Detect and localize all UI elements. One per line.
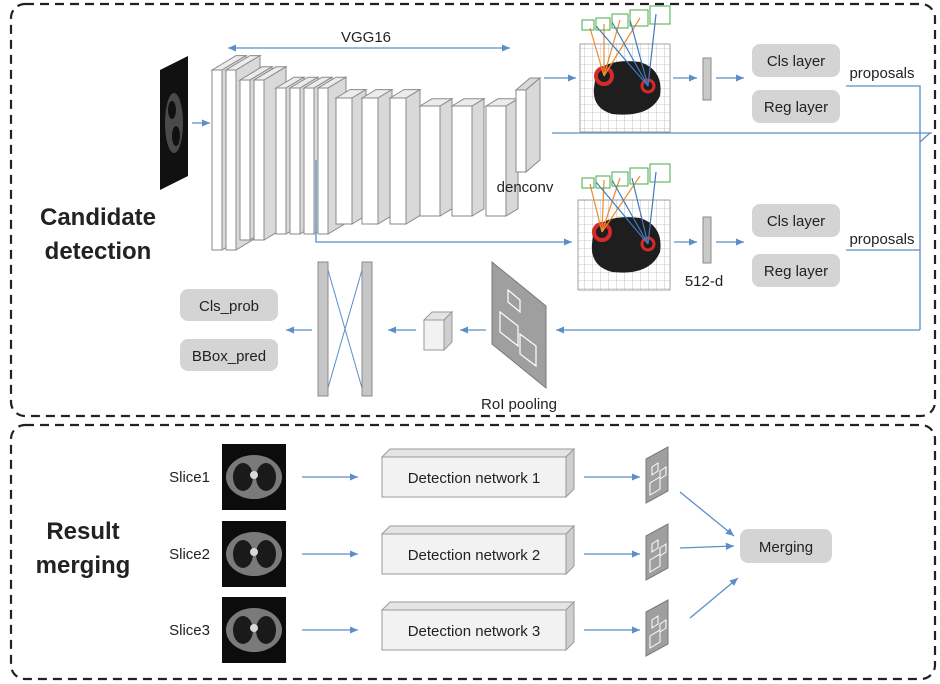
vgg16-conv-layer bbox=[418, 97, 454, 217]
result-merging-panel bbox=[9, 423, 937, 681]
vgg16-conv-layer bbox=[484, 97, 520, 217]
slice-ct-image bbox=[222, 597, 286, 663]
bbox-pred-box bbox=[180, 339, 278, 371]
detection-result-map bbox=[645, 599, 669, 657]
rpn-upper-cls-layer bbox=[752, 44, 840, 77]
vgg16-layers bbox=[210, 54, 520, 251]
slice-label: Slice3 bbox=[169, 622, 210, 639]
merging-box bbox=[740, 529, 832, 563]
input-ct-slice-image bbox=[160, 56, 188, 190]
deconv-layer bbox=[514, 76, 542, 174]
detection-network-box bbox=[380, 524, 576, 576]
result-to-merging-arrow bbox=[679, 491, 735, 537]
slice-row: Slice2 Detection network 2 bbox=[169, 521, 669, 587]
vgg16-conv-layer bbox=[388, 88, 422, 225]
roi-pooling-label: RoI pooling bbox=[481, 396, 557, 413]
result-to-merging-arrow bbox=[679, 542, 735, 550]
detection-network-label: Detection network 2 bbox=[408, 547, 541, 564]
cls-prob-label: Cls_prob bbox=[199, 298, 259, 315]
result-title-line2: merging bbox=[36, 552, 131, 579]
vgg16-conv-layer bbox=[450, 97, 486, 217]
bbox-pred-label: BBox_pred bbox=[192, 348, 266, 365]
rpn-upper-conv-bar bbox=[702, 57, 712, 101]
rpn-lower-cls-label: Cls layer bbox=[767, 213, 825, 230]
roi-feature-cube bbox=[422, 310, 454, 352]
detection-network-box bbox=[380, 447, 576, 499]
detection-result-map bbox=[645, 523, 669, 581]
vgg16-label: VGG16 bbox=[341, 29, 391, 46]
rpn-upper-reg-layer bbox=[752, 90, 840, 123]
merging-label: Merging bbox=[759, 539, 813, 556]
fully-connected-layers bbox=[317, 261, 373, 397]
rpn-upper-cls-label: Cls layer bbox=[767, 53, 825, 70]
rpn-lower-feature-grid bbox=[577, 163, 671, 291]
slice-ct-image bbox=[222, 521, 286, 587]
detection-network-box bbox=[380, 600, 576, 652]
rpn-upper-feature-grid bbox=[579, 5, 671, 133]
detection-network-label: Detection network 1 bbox=[408, 470, 541, 487]
proposals-routing-lines bbox=[552, 85, 932, 330]
slice-label: Slice1 bbox=[169, 469, 210, 486]
skip-connection-arrow bbox=[315, 160, 572, 246]
slice-label: Slice2 bbox=[169, 546, 210, 563]
rpn-lower-proposals-label: proposals bbox=[849, 231, 914, 248]
candidate-title-line1: Candidate bbox=[40, 204, 156, 231]
candidate-detection-panel bbox=[9, 2, 937, 418]
rpn-lower-reg-label: Reg layer bbox=[764, 263, 828, 280]
roi-pooling-map bbox=[491, 260, 547, 390]
feature-dim-label: 512-d bbox=[685, 273, 723, 290]
slice-ct-image bbox=[222, 444, 286, 510]
deconv-label: denconv bbox=[497, 179, 554, 196]
slice-row: Slice1 Detection network 1 bbox=[169, 444, 669, 510]
rpn-lower-cls-layer bbox=[752, 204, 840, 237]
vgg16-conv-layer bbox=[360, 88, 394, 225]
rpn-lower-conv-bar bbox=[702, 216, 712, 264]
rpn-upper-proposals-label: proposals bbox=[849, 65, 914, 82]
slice-row: Slice3 Detection network 3 bbox=[169, 597, 669, 663]
candidate-title-line2: detection bbox=[45, 238, 152, 265]
detection-network-label: Detection network 3 bbox=[408, 623, 541, 640]
rpn-upper-reg-label: Reg layer bbox=[764, 99, 828, 116]
cls-prob-box bbox=[180, 289, 278, 321]
detection-result-map bbox=[645, 446, 669, 504]
result-to-merging-arrow bbox=[689, 577, 739, 619]
rpn-lower-reg-layer bbox=[752, 254, 840, 287]
result-title-line1: Result bbox=[46, 518, 119, 545]
